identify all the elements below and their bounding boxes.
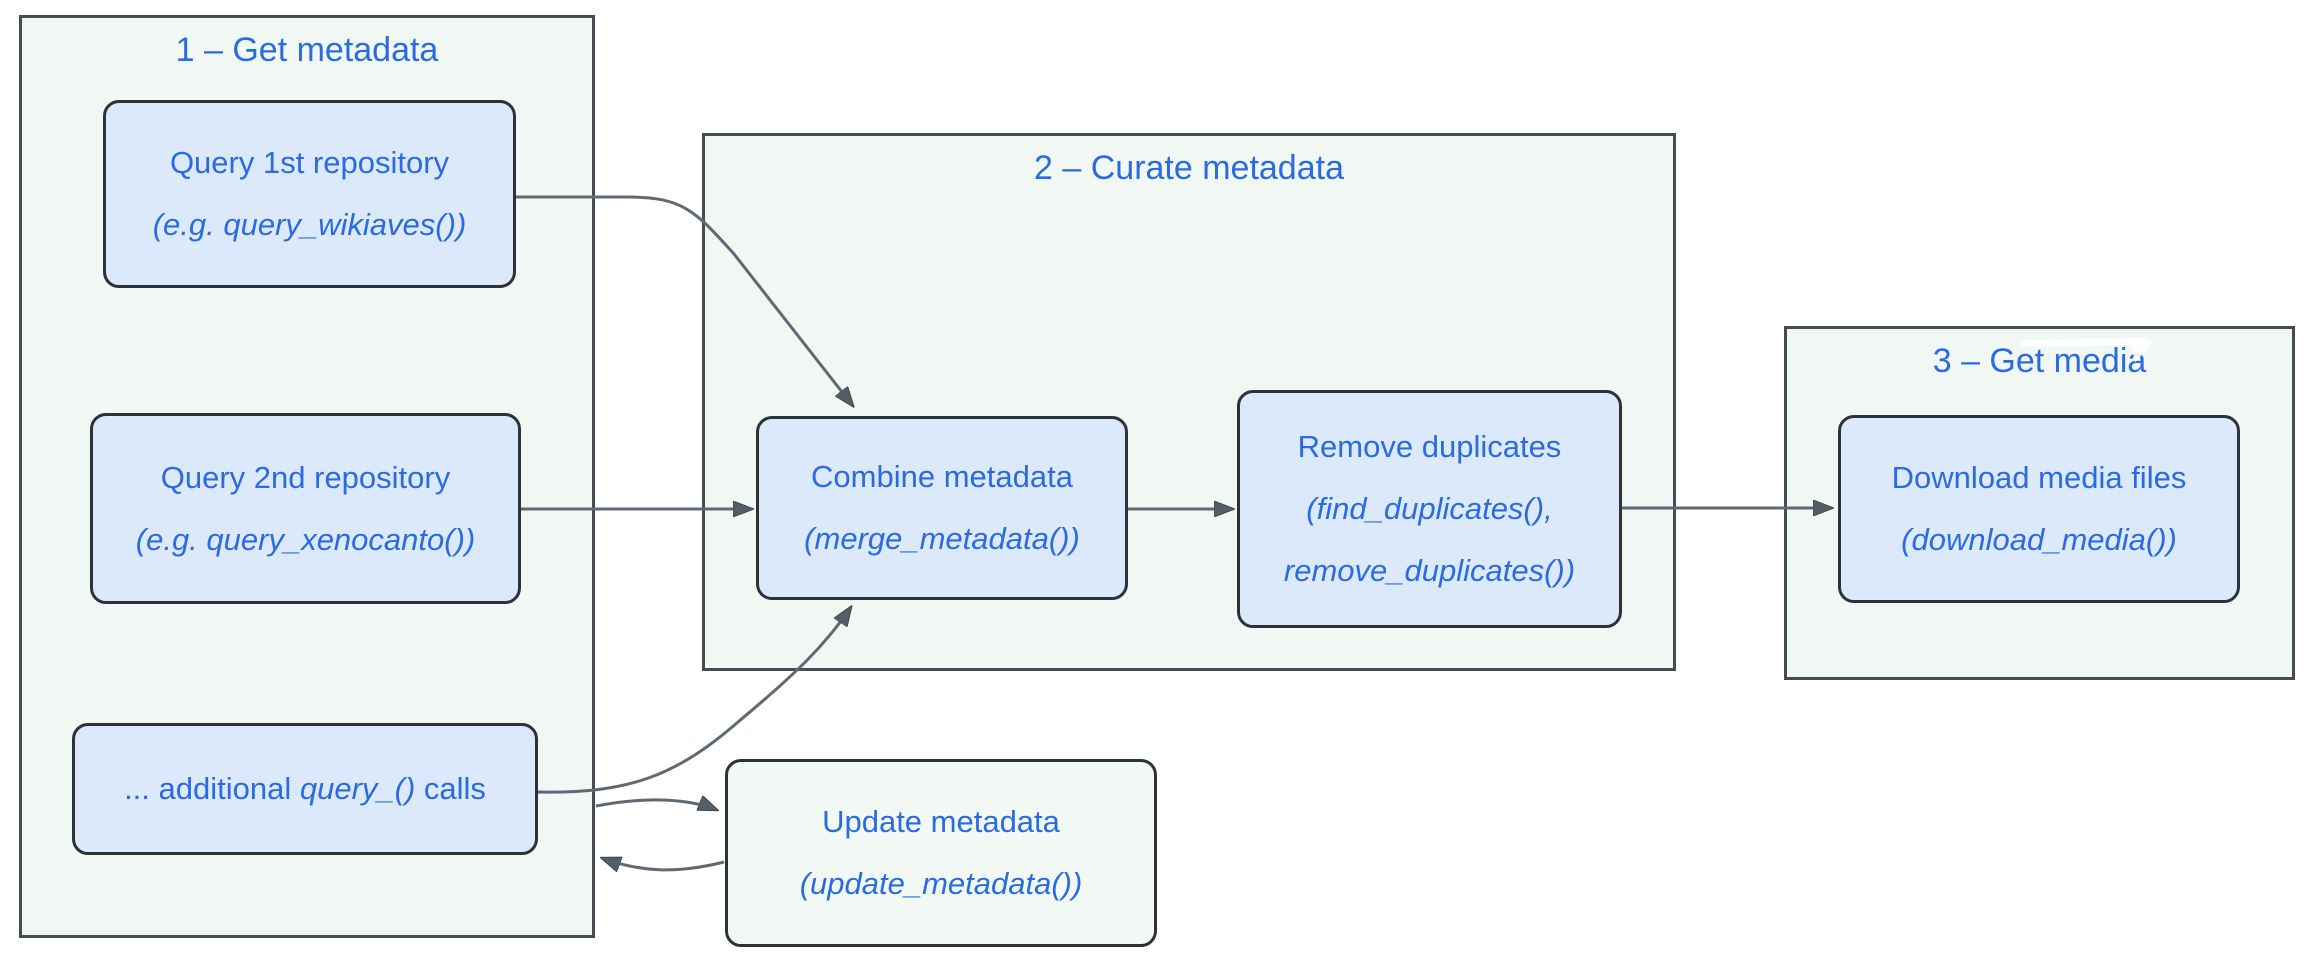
- arrow-group1-to-update: [595, 800, 717, 812]
- node-function-label: (e.g. query_xenocanto()): [135, 521, 476, 557]
- label-suffix: calls: [415, 771, 486, 806]
- node-label: ... additional query_() calls: [124, 758, 486, 820]
- group-title-get-media: 3 – Get media: [1932, 342, 2147, 380]
- label-code: query_(): [299, 771, 416, 806]
- node-function-label: (merge_metadata()): [804, 521, 1080, 556]
- node-label: Download media files: [1891, 460, 2187, 495]
- node-label: Combine metadata: [811, 459, 1073, 494]
- label-prefix: ... additional: [124, 771, 300, 806]
- node-function-label: remove_duplicates()): [1283, 553, 1576, 588]
- node-combine-metadata: Combine metadata (merge_metadata()): [756, 416, 1128, 600]
- node-label: Query 2nd repository: [160, 459, 451, 495]
- node-label: Remove duplicates: [1297, 429, 1562, 464]
- node-query-2nd-repository: Query 2nd repository (e.g. query_xenocan…: [90, 413, 521, 604]
- group-title-get-metadata: 1 – Get metadata: [175, 31, 439, 69]
- node-query-1st-repository: Query 1st repository (e.g. query_wikiave…: [103, 100, 516, 288]
- node-additional-query-calls: ... additional query_() calls: [72, 723, 538, 855]
- node-remove-duplicates: Remove duplicates (find_duplicates(), re…: [1237, 390, 1622, 628]
- node-update-metadata: Update metadata (update_metadata()): [725, 759, 1157, 947]
- node-function-label: (find_duplicates(),: [1306, 491, 1553, 526]
- node-label: Query 1st repository: [169, 145, 450, 180]
- node-function-label: (e.g. query_wikiaves()): [152, 207, 467, 242]
- node-function-label: (download_media()): [1901, 522, 2177, 557]
- node-label: Update metadata: [822, 804, 1060, 839]
- node-function-label: (update_metadata()): [799, 866, 1083, 901]
- group-title-curate-metadata: 2 – Curate metadata: [1034, 149, 1344, 187]
- node-download-media-files: Download media files (download_media()): [1838, 415, 2240, 603]
- arrow-update-to-group1: [602, 858, 725, 870]
